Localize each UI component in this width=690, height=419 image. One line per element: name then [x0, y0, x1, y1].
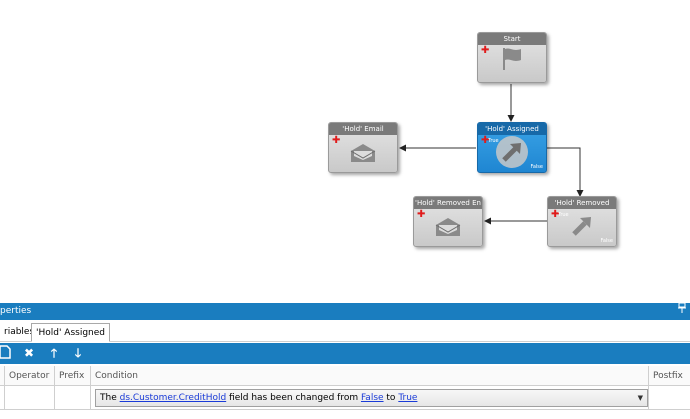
plus-icon[interactable]: ✚ [332, 135, 341, 146]
chevron-down-icon[interactable]: ▼ [637, 394, 643, 402]
plus-icon[interactable]: ✚ [417, 209, 426, 220]
node-start[interactable]: Start ✚ [477, 32, 547, 83]
column-header-postfix[interactable]: Postfix [649, 366, 690, 386]
tab-variables[interactable]: riables [4, 327, 35, 337]
properties-tabs: riables 'Hold' Assigned [0, 320, 690, 342]
tab-hold-assigned[interactable]: 'Hold' Assigned [31, 323, 110, 342]
condition-arrow-icon [495, 135, 529, 173]
column-header-operator[interactable]: Operator [5, 366, 55, 386]
condition-to-value-link[interactable]: True [398, 393, 418, 403]
envelope-icon [435, 217, 461, 241]
node-title: 'Hold' Removed [548, 197, 616, 209]
false-branch-label: False [600, 238, 613, 244]
properties-title: perties [0, 306, 32, 316]
plus-icon[interactable]: ✚ [481, 135, 490, 146]
condition-text-prefix: The [100, 393, 120, 403]
move-up-icon[interactable]: 🡑 [50, 346, 58, 360]
true-branch-label: True [558, 212, 569, 218]
true-branch-label: True [488, 138, 499, 144]
workflow-connectors [399, 84, 584, 225]
flag-icon [499, 46, 525, 76]
new-document-icon[interactable] [0, 345, 13, 361]
pin-icon[interactable] [678, 302, 686, 320]
grid-row-header-column [0, 366, 5, 386]
condition-dropdown[interactable]: The ds.Customer.CreditHold field has bee… [95, 389, 648, 407]
condition-grid: Operator Prefix Condition Postfix [0, 366, 690, 419]
node-title: 'Hold' Removed En [414, 197, 482, 209]
condition-toolbar: ✖ 🡑 🡓 [0, 343, 690, 364]
node-hold-assigned[interactable]: 'Hold' Assigned ✚ True False [477, 122, 547, 173]
condition-text-mid: field has been changed from [226, 393, 361, 403]
properties-panel-header: perties [0, 302, 690, 320]
node-hold-removed-email[interactable]: 'Hold' Removed En ✚ [413, 196, 483, 247]
postfix-cell[interactable] [649, 386, 690, 410]
column-header-prefix[interactable]: Prefix [55, 366, 91, 386]
connector-assigned-to-removed [547, 147, 584, 197]
operator-cell[interactable] [5, 386, 55, 410]
plus-icon[interactable]: ✚ [481, 45, 490, 56]
column-header-condition[interactable]: Condition [91, 366, 649, 386]
workflow-canvas[interactable]: Start ✚ 'Hold' Assigned ✚ True False 'Ho… [0, 0, 690, 303]
condition-arrow-icon [568, 212, 596, 244]
node-hold-removed[interactable]: 'Hold' Removed ✚ True False [547, 196, 617, 247]
false-branch-label: False [530, 164, 543, 170]
condition-cell[interactable] [91, 386, 649, 410]
node-title: Start [478, 33, 546, 45]
condition-from-value-link[interactable]: False [360, 393, 384, 403]
node-title: 'Hold' Email [329, 123, 397, 135]
node-hold-email[interactable]: 'Hold' Email ✚ [328, 122, 398, 173]
delete-icon[interactable]: ✖ [23, 346, 35, 360]
row-selector-cell[interactable] [0, 386, 5, 410]
condition-text-to: to [383, 393, 399, 403]
node-title: 'Hold' Assigned [478, 123, 546, 135]
plus-icon[interactable]: ✚ [551, 209, 560, 220]
envelope-icon [350, 143, 376, 167]
move-down-icon[interactable]: 🡓 [74, 346, 82, 360]
condition-field-link[interactable]: ds.Customer.CreditHold [119, 393, 227, 403]
prefix-cell[interactable] [55, 386, 91, 410]
